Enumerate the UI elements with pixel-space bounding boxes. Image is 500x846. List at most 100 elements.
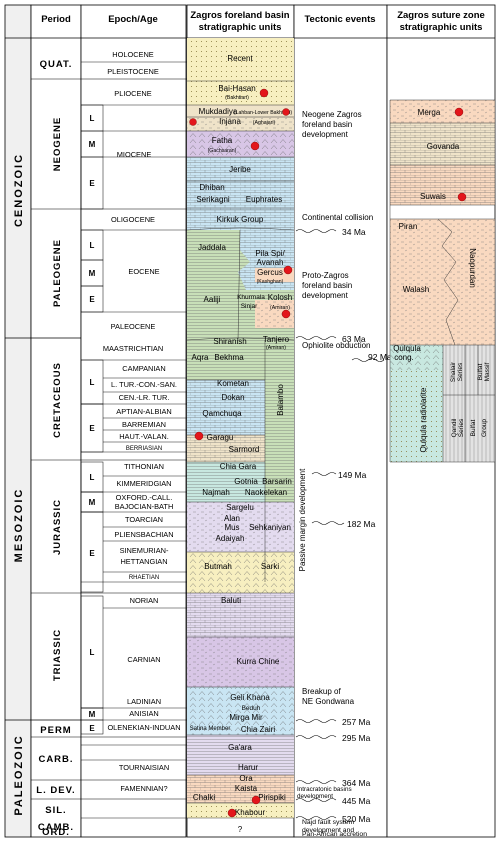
- epoch-barremian: BARREMIAN: [122, 420, 166, 429]
- epoch-sinemurian: SINEMURIAN-: [120, 546, 169, 555]
- epoch-bajocian-bath: BAJOCIAN-BATH: [115, 502, 174, 511]
- unit-mukdadiya: Mukdadiya: [199, 107, 238, 116]
- epoch-column: [80, 4, 187, 838]
- epoch-eocene: EOCENE: [128, 267, 159, 276]
- unit-khabour: Khabour: [235, 808, 266, 817]
- unit-qamchuqa: Qamchuqa: [202, 409, 242, 418]
- period-paleogene: PALEOGENE: [52, 239, 63, 307]
- tect-najd-2: development and: [302, 827, 354, 834]
- unit-geli-khana: Geli Khana: [230, 693, 270, 702]
- sub-e-neogene: E: [89, 179, 95, 188]
- red-dot-suwais: [457, 192, 467, 202]
- tect-intracratonic-2: development: [297, 793, 333, 800]
- tect-neogene-1: Neogene Zagros: [302, 110, 362, 119]
- age-92: 92 Ma: [368, 352, 392, 362]
- epoch-header: Epoch/Age: [108, 14, 158, 25]
- unit-serikagni: Serikagni: [196, 195, 230, 204]
- epoch-oxford-call: OXFORD.-CALL.: [116, 493, 173, 502]
- foreland-header-1: Zagros foreland basin: [190, 10, 289, 21]
- red-dot-injana: [189, 118, 197, 126]
- sub-l-eocene: L: [90, 241, 95, 250]
- tect-breakup-2: NE Gondwana: [302, 697, 355, 706]
- red-dot-merga: [454, 107, 464, 117]
- unit-aaliji: Aaliji: [204, 295, 221, 304]
- tect-obduction: Ophiolite obduction: [302, 341, 371, 350]
- tectonic-header: Tectonic events: [304, 14, 375, 25]
- unconformity-149: [311, 472, 337, 476]
- period-column: [30, 4, 82, 838]
- epoch-maastrichtian: MAASTRICHTIAN: [103, 344, 163, 353]
- sub-m-neogene: M: [89, 140, 96, 149]
- reservoir-markers: [189, 88, 293, 818]
- epoch-pliocene: PLIOCENE: [114, 89, 151, 98]
- tect-neogene-3: development: [302, 130, 349, 139]
- unit-recent: Recent: [227, 54, 253, 63]
- unit-bai-hasan: Bai-Hasan: [218, 84, 255, 93]
- period-neogene: NEOGENE: [52, 117, 63, 172]
- era-cenozoic: CENOZOIC: [13, 153, 25, 227]
- red-dot-kolosh: [281, 309, 291, 319]
- sub-l-triassic: L: [90, 648, 95, 657]
- unconformity-364: [295, 780, 337, 784]
- tect-proto-1: Proto-Zagros: [302, 271, 349, 280]
- unit-amiran-2: (Amiran): [266, 345, 286, 351]
- unit-kometan: Kometan: [217, 379, 249, 388]
- unit-gotnia: Gotnia: [234, 477, 258, 486]
- epoch-cen-lr-tur: CEN.-LR. TUR.: [119, 393, 170, 402]
- unit-sarki: Sarki: [261, 562, 279, 571]
- unconformity-445: [295, 798, 337, 802]
- unit-sargelu: Sargelu: [226, 503, 254, 512]
- suture-bulfat-2: Bulfat: [470, 419, 477, 436]
- period-ldev: L. DEV.: [36, 785, 75, 796]
- unit-garagu: Garagu: [207, 433, 234, 442]
- epoch-anisian: ANISIAN: [129, 709, 159, 718]
- suture-walash: Walash: [403, 285, 429, 294]
- unconformity-257: [295, 719, 337, 723]
- period-ord: ORD.: [42, 827, 70, 838]
- age-149: 149 Ma: [338, 470, 367, 480]
- period-camb: CAMB.: [38, 822, 74, 833]
- unit-kolosh: Kolosh: [268, 293, 292, 302]
- suture-qulqula: Qulqula: [393, 344, 421, 353]
- unit-ora: Ora: [239, 774, 253, 783]
- unit-dhiban: Dhiban: [199, 183, 224, 192]
- era-mesozoic: MESOZOIC: [13, 488, 25, 563]
- epoch-olenekian-induan: OLENEKIAN-INDUAN: [107, 723, 180, 732]
- unconformity-63: [295, 336, 337, 340]
- age-182: 182 Ma: [347, 519, 376, 529]
- unit-lahban: (Lahban-Lower Bakhtiari): [234, 110, 293, 116]
- red-dot-garagu: [194, 431, 204, 441]
- unit-mus: Mus: [224, 523, 239, 532]
- period-sil: SIL.: [45, 805, 66, 816]
- epoch-ladinian: LADINIAN: [127, 697, 161, 706]
- epoch-campanian: CAMPANIAN: [122, 364, 165, 373]
- suture-naopurdan: Naopurdan: [468, 248, 477, 288]
- unit-unknown: ?: [238, 825, 243, 834]
- suture-group: Group: [481, 419, 488, 437]
- tect-intracratonic-1: Intracratonic basins: [297, 786, 352, 793]
- era-paleozoic: PALEOZOIC: [13, 734, 25, 815]
- age-364: 364 Ma: [342, 778, 371, 788]
- epoch-paleocene: PALEOCENE: [111, 322, 156, 331]
- suture-piran: Piran: [399, 222, 418, 231]
- unit-gachsaran: (Gachsaran): [208, 148, 237, 154]
- red-dot-gercus: [283, 265, 293, 275]
- suture-bulfat-1: Bulfat: [477, 363, 484, 380]
- suture-series-2: Series: [458, 418, 465, 437]
- unit-pirispiki: Pirispiki: [258, 793, 286, 802]
- unit-jeribe: Jeribe: [229, 165, 251, 174]
- epoch-tur-con-san: L. TUR.-CON.-SAN.: [111, 380, 177, 389]
- unit-bakhtiari: (Bakhtiari): [225, 95, 249, 101]
- red-dot-fatha: [250, 141, 260, 151]
- unit-shiranish: Shiranish: [213, 337, 246, 346]
- sub-l-jurassic: L: [90, 473, 95, 482]
- unit-jaddala: Jaddala: [198, 243, 227, 252]
- unconformity-lines: [295, 229, 385, 820]
- unit-chia-zairi: Chia Zairi: [241, 725, 275, 734]
- unit-alan: Alan: [224, 514, 240, 523]
- unconformity-34: [295, 229, 337, 233]
- unit-injana: Injana: [219, 117, 241, 126]
- unit-chalki: Chalki: [193, 793, 215, 802]
